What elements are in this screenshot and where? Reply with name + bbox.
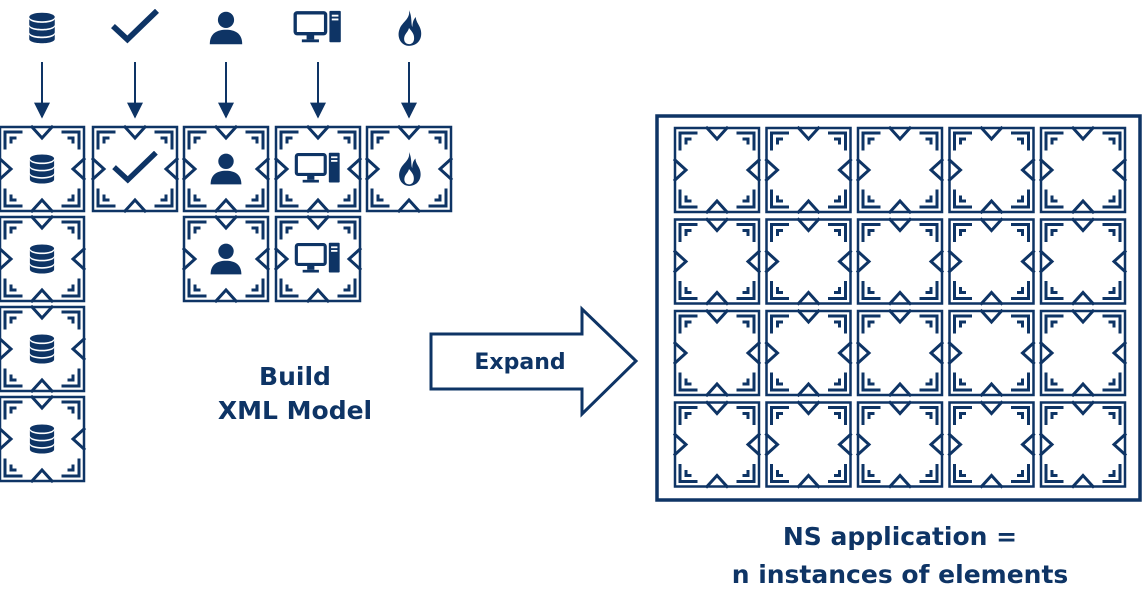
- instance-tile: [765, 401, 852, 488]
- build-caption-line1: Build: [259, 362, 331, 391]
- expand-label: Expand: [474, 350, 566, 375]
- checkmark-icon: [115, 13, 155, 40]
- element-tile: [91, 125, 179, 213]
- down-arrows: [34, 62, 417, 119]
- ns-application-caption: NS application = n instances of elements: [650, 518, 1144, 594]
- element-tile: [182, 215, 270, 303]
- instance-tile: [673, 309, 761, 397]
- element-tile: [182, 125, 270, 213]
- instance-tile: [948, 309, 1035, 397]
- instance-tile: [856, 401, 944, 488]
- ns-caption-line1: NS application =: [782, 522, 1018, 551]
- database-icon: [29, 12, 55, 44]
- expand-arrow: [429, 305, 639, 418]
- ns-caption-line2: n instances of elements: [731, 560, 1069, 589]
- user-icon: [209, 11, 243, 45]
- instance-tile: [1039, 126, 1127, 214]
- fire-icon: [398, 10, 422, 46]
- instance-tile: [765, 126, 852, 214]
- instance-tile: [673, 401, 761, 488]
- build-xml-model-caption: Build XML Model: [170, 360, 420, 428]
- instance-tile: [1039, 401, 1127, 488]
- instance-tile: [948, 126, 1035, 214]
- source-icons: [29, 9, 422, 46]
- desktop-computer-icon: [293, 9, 343, 44]
- instance-tile: [765, 218, 852, 305]
- instance-tile: [1039, 218, 1127, 305]
- instance-tile: [856, 126, 944, 214]
- instance-tile: [856, 218, 944, 305]
- instance-tile: [765, 309, 852, 397]
- build-caption-line2: XML Model: [217, 396, 373, 425]
- instance-tile: [948, 401, 1035, 488]
- instance-tile: [673, 218, 761, 305]
- instance-tile: [673, 126, 761, 214]
- instance-tile: [856, 309, 944, 397]
- element-tile: [274, 215, 362, 303]
- instance-tile: [1039, 309, 1127, 397]
- element-tile: [274, 125, 362, 213]
- instance-tile: [948, 218, 1035, 305]
